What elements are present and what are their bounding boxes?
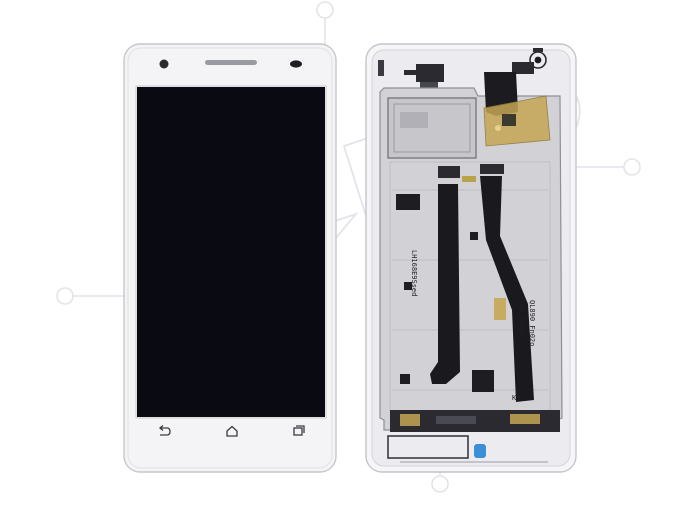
kapton-tape xyxy=(483,95,551,147)
display-back: LH168E9Ssed QL890 Fn02o HX 1561 K9 xyxy=(365,43,577,473)
front-camera-icon xyxy=(159,59,169,69)
earpiece-grille xyxy=(205,60,257,65)
top-connector xyxy=(512,62,534,74)
sensor-bracket xyxy=(416,64,444,82)
ic-chip-1 xyxy=(396,194,420,210)
blue-sticker xyxy=(474,444,486,458)
lcd-border xyxy=(135,85,327,419)
earpiece-cutout xyxy=(404,70,416,75)
display-front xyxy=(123,43,337,473)
flex-label-1: LH168E9Ssed xyxy=(410,250,418,296)
lcd-screen xyxy=(137,87,325,417)
ic-chip-2 xyxy=(472,370,494,392)
proximity-sensor-icon xyxy=(290,60,302,68)
fpc-connector-left xyxy=(438,166,460,178)
recents-key-icon xyxy=(293,425,305,436)
flex-labels: LH168E9Ssed QL890 Fn02o HX 1561 K9 xyxy=(410,250,536,402)
main-flex-cable xyxy=(430,184,460,384)
secondary-flex-cable xyxy=(480,176,534,402)
back-key-icon xyxy=(158,425,171,436)
home-key-icon xyxy=(226,425,238,437)
front-bezel-inner-edge xyxy=(127,47,333,469)
fpc-connector-right xyxy=(480,164,504,174)
flex-label-2: QL890 Fn02o xyxy=(528,300,536,346)
flex-label-3: HX 1561 xyxy=(518,304,526,334)
bottom-bracket xyxy=(387,435,469,459)
flex-label-4: K9 xyxy=(512,394,520,402)
